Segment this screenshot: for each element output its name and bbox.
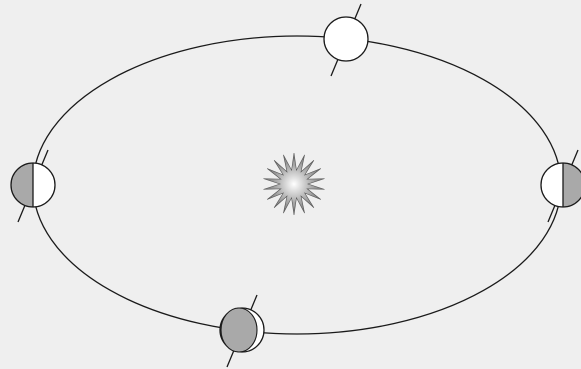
planet-left	[11, 150, 55, 222]
planet-top-disc	[324, 17, 368, 61]
planet-left-lit	[33, 163, 55, 207]
planet-bottom	[220, 295, 264, 367]
planet-bottom-shadow	[221, 308, 257, 352]
sun-icon	[263, 153, 324, 215]
planet-right	[541, 150, 581, 222]
planet-left-shadow	[11, 163, 33, 207]
planet-right-lit	[541, 163, 563, 207]
planet-top	[324, 4, 368, 76]
